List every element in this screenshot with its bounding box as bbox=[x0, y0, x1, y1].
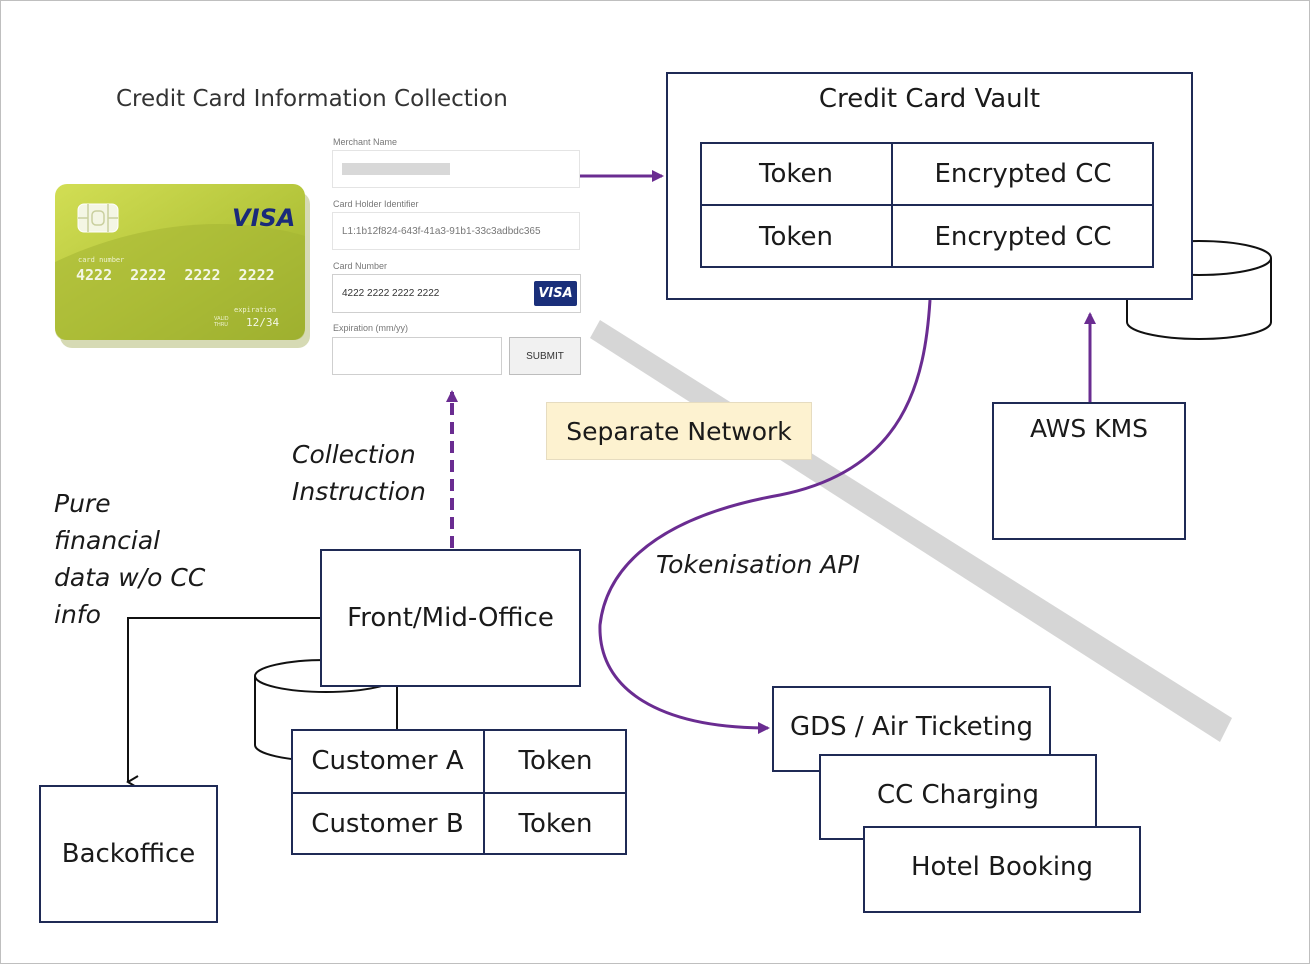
financial-note-line-2: financial bbox=[54, 526, 161, 555]
customer-b-name: Customer B bbox=[311, 809, 464, 839]
backoffice-label: Backoffice bbox=[61, 839, 196, 869]
vault-encrypted-cc-1: Encrypted CC bbox=[934, 158, 1112, 189]
tokenisation-api-label: Tokenisation API bbox=[656, 550, 860, 579]
card-brand-logo: VISA bbox=[232, 204, 296, 232]
backoffice-box bbox=[39, 785, 218, 923]
hotel-booking-label: Hotel Booking bbox=[910, 852, 1094, 882]
gds-air-ticketing-label: GDS / Air Ticketing bbox=[789, 712, 1034, 742]
collection-instruction-line-1: Collection bbox=[292, 440, 416, 469]
vault-table-divider-h bbox=[700, 204, 1154, 206]
merchant-name-input[interactable] bbox=[332, 150, 580, 188]
collection-instruction-line-2: Instruction bbox=[292, 477, 426, 506]
visa-badge: VISA bbox=[534, 281, 577, 306]
submit-button[interactable]: SUBMIT bbox=[509, 337, 581, 375]
vault-encrypted-cc-2: Encrypted CC bbox=[934, 221, 1112, 252]
front-office-to-backoffice-arrow bbox=[126, 617, 320, 789]
expiration-input[interactable] bbox=[332, 337, 502, 375]
card-holder-label: Card Holder Identifier bbox=[333, 199, 419, 209]
card-valid-caption: VALID THRU bbox=[214, 316, 229, 328]
collection-title: Credit Card Information Collection bbox=[116, 86, 508, 112]
separate-network-label: Separate Network bbox=[546, 402, 812, 460]
front-mid-office-label: Front/Mid-Office bbox=[347, 603, 554, 633]
aws-kms-box bbox=[992, 402, 1186, 540]
hotel-booking-box bbox=[863, 826, 1141, 913]
tokenisation-api-arrow bbox=[598, 299, 932, 734]
card-number-value: 4222 2222 2222 2222 bbox=[342, 288, 440, 299]
front-mid-office-box bbox=[320, 549, 581, 687]
cc-charging-box bbox=[819, 754, 1097, 840]
merchant-name-label: Merchant Name bbox=[333, 137, 398, 147]
financial-note-line-4: info bbox=[54, 600, 101, 629]
financial-note-line-1: Pure bbox=[54, 489, 111, 518]
card-number-label: Card Number bbox=[333, 261, 388, 271]
card-number-caption: card number bbox=[78, 256, 125, 264]
customer-table-divider-h bbox=[291, 792, 627, 794]
aws-kms-title: AWS KMS bbox=[1029, 414, 1149, 443]
card-expiry: 12/34 bbox=[246, 316, 280, 329]
collection-instruction-label: Collection Instruction bbox=[292, 436, 426, 510]
financial-data-note: Pure financial data w/o CC info bbox=[54, 485, 205, 633]
customer-b-token: Token bbox=[518, 809, 593, 839]
customer-a-token: Token bbox=[518, 745, 593, 776]
financial-note-line-3: data w/o CC bbox=[54, 563, 206, 592]
cc-charging-label: CC Charging bbox=[876, 780, 1040, 810]
merchant-name-redacted bbox=[342, 163, 450, 175]
vault-title: Credit Card Vault bbox=[818, 84, 1041, 114]
card-expiry-caption: expiration bbox=[234, 306, 277, 314]
card-number: 4222 2222 2222 2222 bbox=[76, 266, 275, 284]
card-holder-input[interactable]: L1:1b12f824-643f-41a3-91b1-33c3adbdc365 bbox=[332, 212, 580, 250]
vault-token-2: Token bbox=[759, 221, 833, 252]
customer-a-name: Customer A bbox=[311, 745, 464, 776]
vault-token-1: Token bbox=[759, 158, 833, 189]
credit-card-image bbox=[55, 184, 310, 348]
expiration-label: Expiration (mm/yy) bbox=[333, 323, 409, 333]
